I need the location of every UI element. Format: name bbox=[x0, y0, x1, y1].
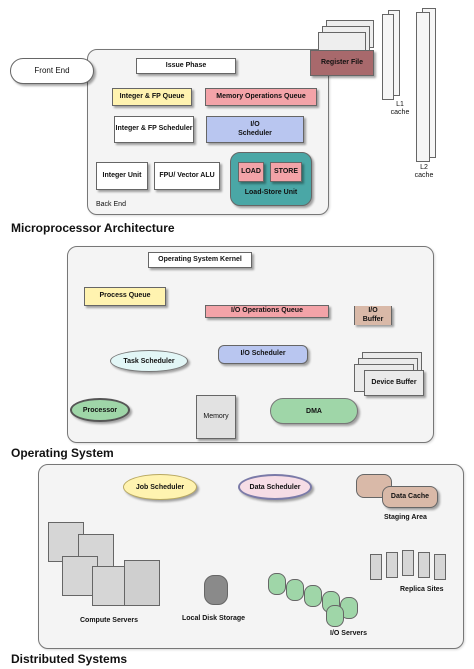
l1-cache-label: L1 cache bbox=[390, 101, 410, 116]
data-cache-box: Data Cache bbox=[382, 486, 438, 508]
task-scheduler-label: Task Scheduler bbox=[123, 357, 175, 365]
load-store-unit-label: Load-Store Unit bbox=[244, 188, 298, 196]
mem-ops-queue-box: Memory Operations Queue bbox=[205, 88, 317, 106]
local-disk-storage-label: Local Disk Storage bbox=[182, 615, 246, 622]
io-scheduler-box: I/O Scheduler bbox=[206, 116, 304, 143]
int-fp-scheduler-label: Integer & FP Scheduler bbox=[115, 125, 193, 133]
l2-cache-label: L2 cache bbox=[414, 164, 434, 179]
front-end-box: Front End bbox=[10, 58, 94, 84]
job-scheduler-ellipse: Job Scheduler bbox=[123, 474, 197, 500]
io-server-cylinder bbox=[268, 573, 286, 595]
int-fp-queue-label: Integer & FP Queue bbox=[119, 92, 185, 100]
os-section-title: Operating System bbox=[11, 446, 114, 460]
server-rack bbox=[124, 560, 160, 606]
processor-ellipse: Processor bbox=[70, 398, 130, 422]
io-server-cylinder bbox=[326, 605, 344, 627]
replica-sites-group bbox=[370, 550, 450, 580]
back-end-label: Back End bbox=[96, 201, 126, 208]
replica-server bbox=[418, 552, 430, 578]
integer-unit-label: Integer Unit bbox=[102, 171, 142, 179]
front-end-label: Front End bbox=[34, 66, 70, 76]
io-scheduler-label: I/O Scheduler bbox=[238, 121, 272, 137]
replica-server bbox=[402, 550, 414, 576]
os-io-scheduler-box: I/O Scheduler bbox=[218, 345, 308, 364]
device-buffer-box: Device Buffer bbox=[364, 370, 424, 396]
job-scheduler-label: Job Scheduler bbox=[135, 483, 185, 491]
io-server-cylinder bbox=[304, 585, 322, 607]
disk-icon bbox=[204, 575, 228, 605]
compute-servers-label: Compute Servers bbox=[80, 617, 138, 624]
device-buffer-stack: Device Buffer bbox=[348, 352, 436, 404]
task-scheduler-ellipse: Task Scheduler bbox=[110, 350, 188, 372]
process-queue-label: Process Queue bbox=[99, 292, 151, 300]
local-disk-group bbox=[198, 575, 234, 607]
replica-server bbox=[434, 554, 446, 580]
staging-area-label: Staging Area bbox=[384, 514, 427, 521]
data-cache-stack: Data Cache bbox=[356, 474, 440, 514]
compute-servers-group bbox=[48, 512, 168, 612]
io-ops-queue-label: I/O Operations Queue bbox=[231, 307, 303, 315]
issue-phase-box: Issue Phase bbox=[136, 58, 236, 74]
process-queue-box: Process Queue bbox=[84, 287, 166, 306]
memory-label: Memory bbox=[203, 412, 229, 420]
store-box: STORE bbox=[270, 162, 302, 182]
server-rack bbox=[92, 566, 128, 606]
l1-cache-bar bbox=[382, 14, 394, 100]
processor-label: Processor bbox=[82, 406, 118, 414]
register-file-stack: Register File bbox=[310, 20, 376, 80]
memory-box: Memory bbox=[196, 395, 236, 439]
dma-label: DMA bbox=[306, 407, 322, 415]
replica-server bbox=[370, 554, 382, 580]
issue-phase-label: Issue Phase bbox=[165, 61, 207, 69]
device-buffer-label: Device Buffer bbox=[371, 378, 417, 386]
dist-section-title: Distributed Systems bbox=[11, 652, 128, 666]
data-scheduler-ellipse: Data Scheduler bbox=[238, 474, 312, 500]
io-servers-group bbox=[268, 573, 372, 629]
data-scheduler-label: Data Scheduler bbox=[249, 483, 301, 491]
dma-ellipse: DMA bbox=[270, 398, 358, 424]
l1-cache-stack bbox=[378, 10, 408, 100]
store-label: STORE bbox=[274, 167, 298, 175]
io-buffer-label: I/O Buffer bbox=[355, 306, 391, 325]
fpu-alu-box: FPU/ Vector ALU bbox=[154, 162, 220, 190]
data-cache-label: Data Cache bbox=[390, 492, 430, 500]
load-box: LOAD bbox=[238, 162, 264, 182]
int-fp-scheduler-box: Integer & FP Scheduler bbox=[114, 116, 194, 143]
io-server-cylinder bbox=[286, 579, 304, 601]
io-ops-queue-box: I/O Operations Queue bbox=[205, 305, 329, 318]
register-file-box: Register File bbox=[310, 50, 374, 76]
replica-sites-label: Replica Sites bbox=[400, 586, 444, 593]
io-buffer-box: I/O Buffer bbox=[354, 306, 392, 325]
cpu-section-title: Microprocessor Architecture bbox=[11, 221, 175, 235]
load-label: LOAD bbox=[241, 167, 261, 175]
os-io-scheduler-label: I/O Scheduler bbox=[240, 350, 286, 358]
replica-server bbox=[386, 552, 398, 578]
register-file-label: Register File bbox=[320, 58, 363, 66]
io-servers-label: I/O Servers bbox=[330, 630, 367, 637]
fpu-alu-label: FPU/ Vector ALU bbox=[159, 171, 215, 179]
mem-ops-queue-label: Memory Operations Queue bbox=[216, 92, 306, 100]
l2-cache-bar bbox=[416, 12, 430, 162]
os-kernel-box: Operating System Kernel bbox=[148, 252, 252, 268]
os-kernel-label: Operating System Kernel bbox=[158, 255, 242, 263]
integer-unit-box: Integer Unit bbox=[96, 162, 148, 190]
l2-cache-stack bbox=[412, 8, 442, 163]
int-fp-queue-box: Integer & FP Queue bbox=[112, 88, 192, 106]
